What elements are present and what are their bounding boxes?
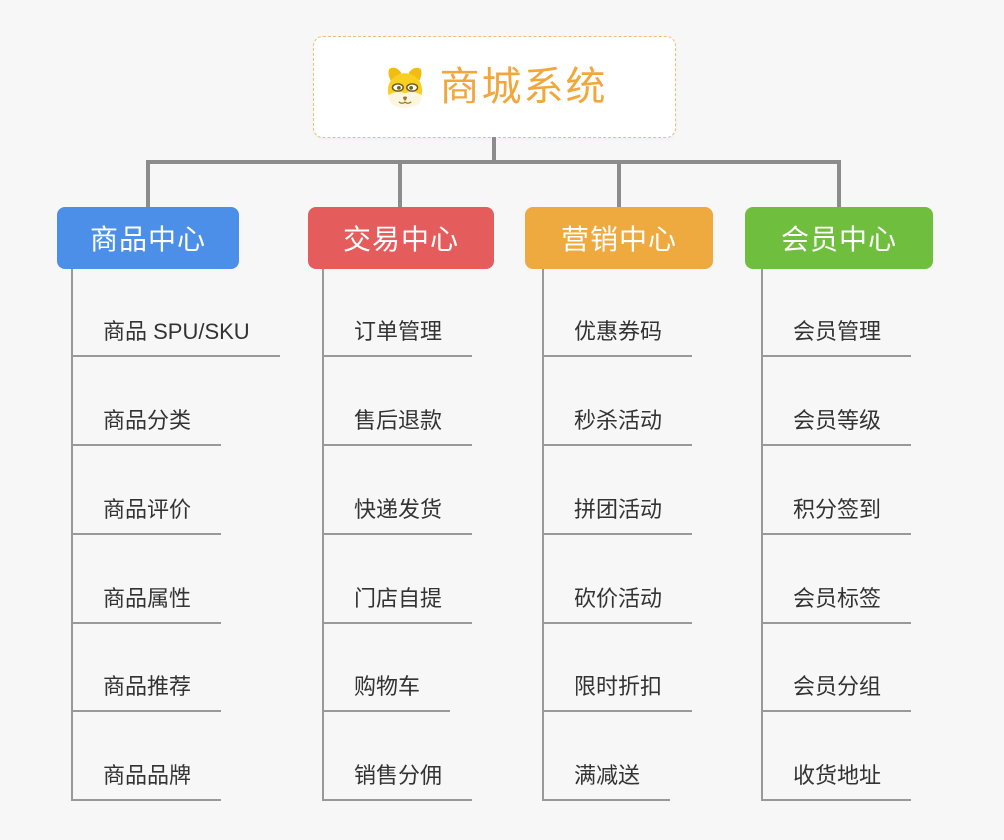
- leaf-node[interactable]: 会员管理: [761, 317, 912, 357]
- leaf-node[interactable]: 快递发货: [322, 495, 473, 535]
- connector-horizontal-bar: [146, 160, 841, 164]
- leaf-node[interactable]: 秒杀活动: [542, 406, 693, 446]
- leaf-node[interactable]: 优惠券码: [542, 317, 693, 357]
- leaf-node[interactable]: 商品推荐: [71, 672, 222, 712]
- connector-stub-branch-4: [837, 160, 841, 207]
- leaf-node[interactable]: 商品属性: [71, 584, 222, 624]
- leaf-node[interactable]: 销售分佣: [322, 761, 473, 801]
- branch-node-member-center[interactable]: 会员中心: [745, 207, 933, 269]
- leaf-node[interactable]: 商品评价: [71, 495, 222, 535]
- leaf-node[interactable]: 商品 SPU/SKU: [71, 317, 280, 357]
- leaf-node[interactable]: 会员分组: [761, 672, 912, 712]
- connector-stub-branch-2: [398, 160, 402, 207]
- connector-stub-branch-1: [146, 160, 150, 207]
- connector-rail-branch-1: [71, 269, 73, 801]
- leaf-node[interactable]: 积分签到: [761, 495, 912, 535]
- leaf-node[interactable]: 限时折扣: [542, 672, 693, 712]
- leaf-node[interactable]: 砍价活动: [542, 584, 693, 624]
- leaf-node[interactable]: 满减送: [542, 761, 671, 801]
- root-node-label: 商城系统: [439, 65, 608, 109]
- root-node[interactable]: 商城系统: [313, 36, 676, 138]
- connector-rail-branch-4: [761, 269, 763, 801]
- leaf-node[interactable]: 会员标签: [761, 584, 912, 624]
- connector-rail-branch-3: [542, 269, 544, 801]
- branch-node-trade-center[interactable]: 交易中心: [308, 207, 494, 269]
- dog-face-icon: [382, 66, 428, 109]
- leaf-node[interactable]: 拼团活动: [542, 495, 693, 535]
- connector-root-stem: [492, 137, 496, 161]
- leaf-node[interactable]: 商品品牌: [71, 761, 222, 801]
- branch-node-product-center[interactable]: 商品中心: [57, 207, 239, 269]
- leaf-node[interactable]: 订单管理: [322, 317, 473, 357]
- leaf-node[interactable]: 收货地址: [761, 761, 912, 801]
- leaf-node[interactable]: 售后退款: [322, 406, 473, 446]
- branch-node-marketing-center[interactable]: 营销中心: [525, 207, 713, 269]
- connector-stub-branch-3: [617, 160, 621, 207]
- leaf-node[interactable]: 购物车: [322, 672, 451, 712]
- leaf-node[interactable]: 门店自提: [322, 584, 473, 624]
- leaf-node[interactable]: 商品分类: [71, 406, 222, 446]
- connector-rail-branch-2: [322, 269, 324, 801]
- leaf-node[interactable]: 会员等级: [761, 406, 912, 446]
